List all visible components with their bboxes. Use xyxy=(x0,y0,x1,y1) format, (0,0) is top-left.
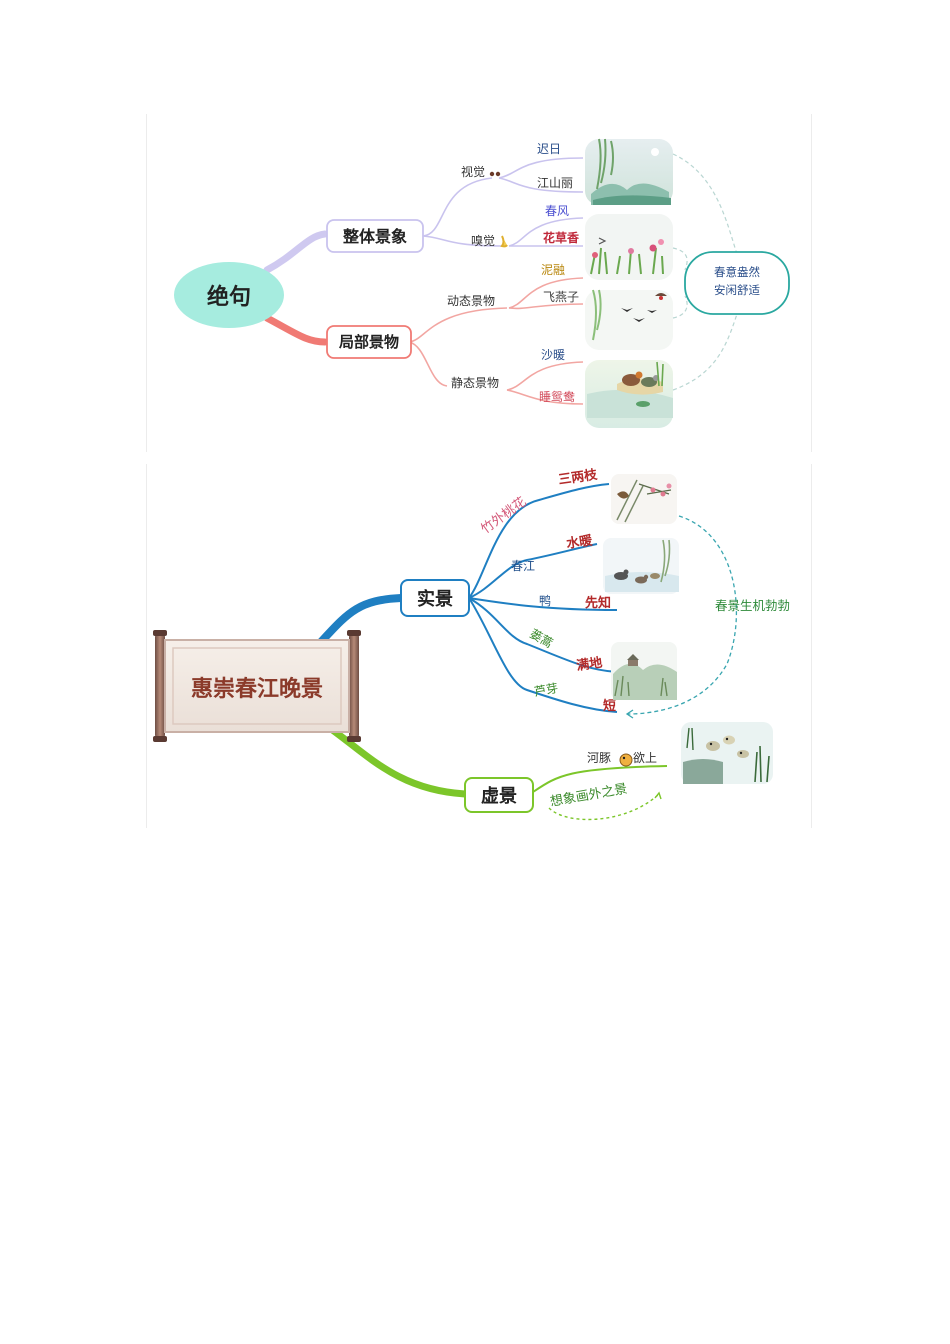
label-louhao: 蒌蒿 xyxy=(528,626,556,650)
summary-line1: 春意盎然 xyxy=(714,265,760,279)
arrow-head-imagine xyxy=(654,791,662,800)
leaf-sanliangzhi: 三两枝 xyxy=(557,467,599,488)
line-visual xyxy=(422,177,493,237)
line-nirong xyxy=(508,277,584,309)
line-ya xyxy=(468,597,618,611)
note-imagine: 想象画外之景 xyxy=(549,781,629,810)
leaf-chunfeng: 春风 xyxy=(545,204,569,218)
summary-box xyxy=(684,251,790,315)
label-static: 静态景物 xyxy=(451,376,499,390)
arrow-head-summary xyxy=(625,709,634,719)
line-zhuwai xyxy=(468,483,610,599)
branch-line-real xyxy=(315,594,405,648)
line-chunfeng xyxy=(508,217,584,247)
node-virtual-box xyxy=(464,777,534,813)
illustration-pufferfish xyxy=(681,722,773,784)
root-title: 惠崇春江晚景 xyxy=(191,677,323,702)
mindmap-jueju-canvas: 绝句 整体景象 局部景物 视觉 嗅觉 动态景物 静态景物 迟日 江山丽 春风 花… xyxy=(174,138,790,428)
leaf-mandi: 满地 xyxy=(575,654,603,673)
root-node-label: 绝句 xyxy=(207,284,251,310)
node-real-label: 实景 xyxy=(417,588,453,610)
line-smell xyxy=(422,235,503,247)
summary-label: 春景生机勃勃 xyxy=(715,598,790,613)
line-hetun xyxy=(532,765,668,793)
illustration-ducks-river xyxy=(603,538,679,594)
label-ya: 鸭 xyxy=(539,594,551,608)
eyes-icon xyxy=(489,171,501,177)
illustration-mandarin-ducks xyxy=(585,360,673,428)
leaf-hetun-right: 欲上 xyxy=(633,751,657,765)
leaf-shanuan: 沙暖 xyxy=(541,348,565,362)
leaf-chiri: 迟日 xyxy=(537,142,561,156)
branch-line-virtual xyxy=(323,722,469,798)
dash-line-mid2 xyxy=(672,295,688,319)
illustration-willow-mountains xyxy=(585,138,673,205)
dash-line-mid1 xyxy=(672,247,688,271)
leaf-nirong: 泥融 xyxy=(541,263,565,277)
leaf-shuiyuanyang: 睡鸳鸯 xyxy=(539,389,575,404)
label-dynamic: 动态景物 xyxy=(447,294,495,308)
illustration-flowers-grass xyxy=(585,214,673,280)
leaf-feiyanzi: 飞燕子 xyxy=(543,290,579,304)
title-scroll xyxy=(153,630,361,742)
line-static xyxy=(408,341,448,387)
mindmap-huichong-canvas: 惠崇春江晚景 实景 虚景 竹外桃花 三两枝 春江 水暖 鸭 先知 蒌蒿 满地 芦… xyxy=(153,467,790,821)
line-luya xyxy=(468,597,618,713)
dash-line-imagine xyxy=(548,793,660,821)
dash-line-bottom xyxy=(672,313,738,391)
label-luya: 芦芽 xyxy=(533,681,559,699)
summary-line2: 安闲舒适 xyxy=(714,283,760,297)
illustration-swallows xyxy=(585,289,673,350)
node-virtual-label: 虚景 xyxy=(481,785,517,807)
node-local-box xyxy=(326,325,412,359)
illustration-reeds-mountains xyxy=(611,642,677,700)
leaf-hetun-left: 河豚 xyxy=(587,751,611,765)
nose-icon xyxy=(500,235,508,248)
label-chunjiang: 春江 xyxy=(511,559,535,573)
mindmap-huichong: 惠崇春江晚景 实景 虚景 竹外桃花 三两枝 春江 水暖 鸭 先知 蒌蒿 满地 芦… xyxy=(146,464,812,828)
line-shuiyuanyang xyxy=(506,389,584,405)
node-whole-label: 整体景象 xyxy=(342,227,407,246)
root-node-bg xyxy=(174,262,284,328)
label-smell: 嗅觉 xyxy=(471,234,495,248)
node-local-label: 局部景物 xyxy=(338,333,399,351)
dash-line-top xyxy=(672,153,738,255)
node-real-box xyxy=(400,579,470,617)
leaf-duan: 短 xyxy=(603,698,616,714)
line-shanuan xyxy=(506,361,584,391)
mindmap-jueju: 绝句 整体景象 局部景物 视觉 嗅觉 动态景物 静态景物 迟日 江山丽 春风 花… xyxy=(146,114,812,452)
line-chiri xyxy=(498,157,584,179)
line-chunjiang xyxy=(468,543,598,599)
branch-line-local xyxy=(263,314,329,346)
leaf-shuinuan: 水暖 xyxy=(565,532,594,552)
line-louhao xyxy=(468,597,618,673)
leaf-jiangshanli: 江山丽 xyxy=(537,176,573,190)
label-zhuwai: 竹外桃花 xyxy=(478,494,529,538)
illustration-peach-bamboo xyxy=(611,474,677,524)
line-dynamic xyxy=(408,307,508,343)
leaf-xianzhi: 先知 xyxy=(585,595,611,611)
leaf-huacaoxiang: 花草香 xyxy=(543,230,579,245)
line-feiyanzi xyxy=(508,303,584,310)
line-jiangshanli xyxy=(498,177,584,193)
label-visual: 视觉 xyxy=(461,164,485,179)
branch-line-whole xyxy=(263,230,329,274)
node-whole-box xyxy=(326,219,424,253)
pufferfish-icon xyxy=(619,753,633,767)
